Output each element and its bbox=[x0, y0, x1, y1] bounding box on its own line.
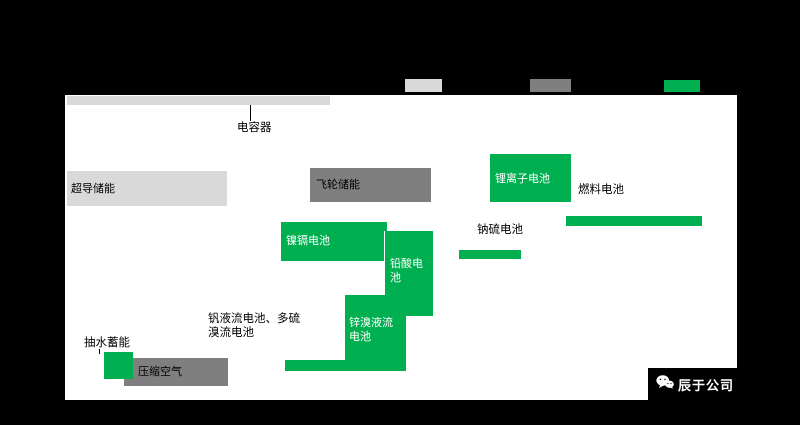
compressed-air-region: 压缩空气 bbox=[124, 358, 228, 386]
brand-badge: 辰于公司 bbox=[648, 368, 737, 400]
pumped-hydro-label: 抽水蓄能 bbox=[84, 337, 130, 349]
flow-battery-label: 钒液流电池、多硫溴流电池 bbox=[208, 313, 300, 339]
flow-battery-region bbox=[285, 360, 351, 371]
wechat-icon bbox=[656, 374, 674, 395]
flywheel-storage-region: 飞轮储能 bbox=[310, 168, 431, 202]
fuel-cell-region bbox=[566, 216, 702, 226]
brand-text: 辰于公司 bbox=[678, 377, 735, 393]
zinc-bromine-battery-label: 锌溴液流电池 bbox=[349, 317, 393, 343]
pumped-hydro-connector-line bbox=[99, 349, 100, 354]
lithium-ion-battery-label: 锂离子电池 bbox=[495, 173, 550, 185]
legend-swatch-gray bbox=[530, 79, 571, 92]
nickel-cadmium-battery-label: 镍镉电池 bbox=[286, 235, 330, 247]
sodium-sulfur-battery-region bbox=[459, 250, 521, 259]
pumped-hydro-region bbox=[104, 352, 133, 379]
capacitor-label: 电容器 bbox=[237, 122, 272, 134]
legend-swatch-green bbox=[664, 80, 700, 92]
nickel-cadmium-battery-region: 镍镉电池 bbox=[281, 222, 387, 261]
superconducting-storage-label: 超导储能 bbox=[71, 183, 115, 195]
compressed-air-label: 压缩空气 bbox=[138, 366, 182, 378]
sodium-sulfur-battery-label: 钠硫电池 bbox=[477, 224, 523, 236]
capacitor-connector-line bbox=[250, 105, 251, 121]
lithium-ion-battery-region: 锂离子电池 bbox=[490, 154, 571, 202]
capacitor-region bbox=[67, 96, 330, 105]
legend-swatch-light-gray bbox=[405, 79, 442, 92]
zinc-bromine-battery-region: 锌溴液流电池 bbox=[345, 295, 406, 371]
flywheel-storage-label: 飞轮储能 bbox=[316, 179, 360, 191]
lead-acid-battery-label: 铅酸电池 bbox=[390, 258, 423, 284]
fuel-cell-label: 燃料电池 bbox=[578, 184, 624, 196]
superconducting-storage-region: 超导储能 bbox=[67, 171, 227, 206]
